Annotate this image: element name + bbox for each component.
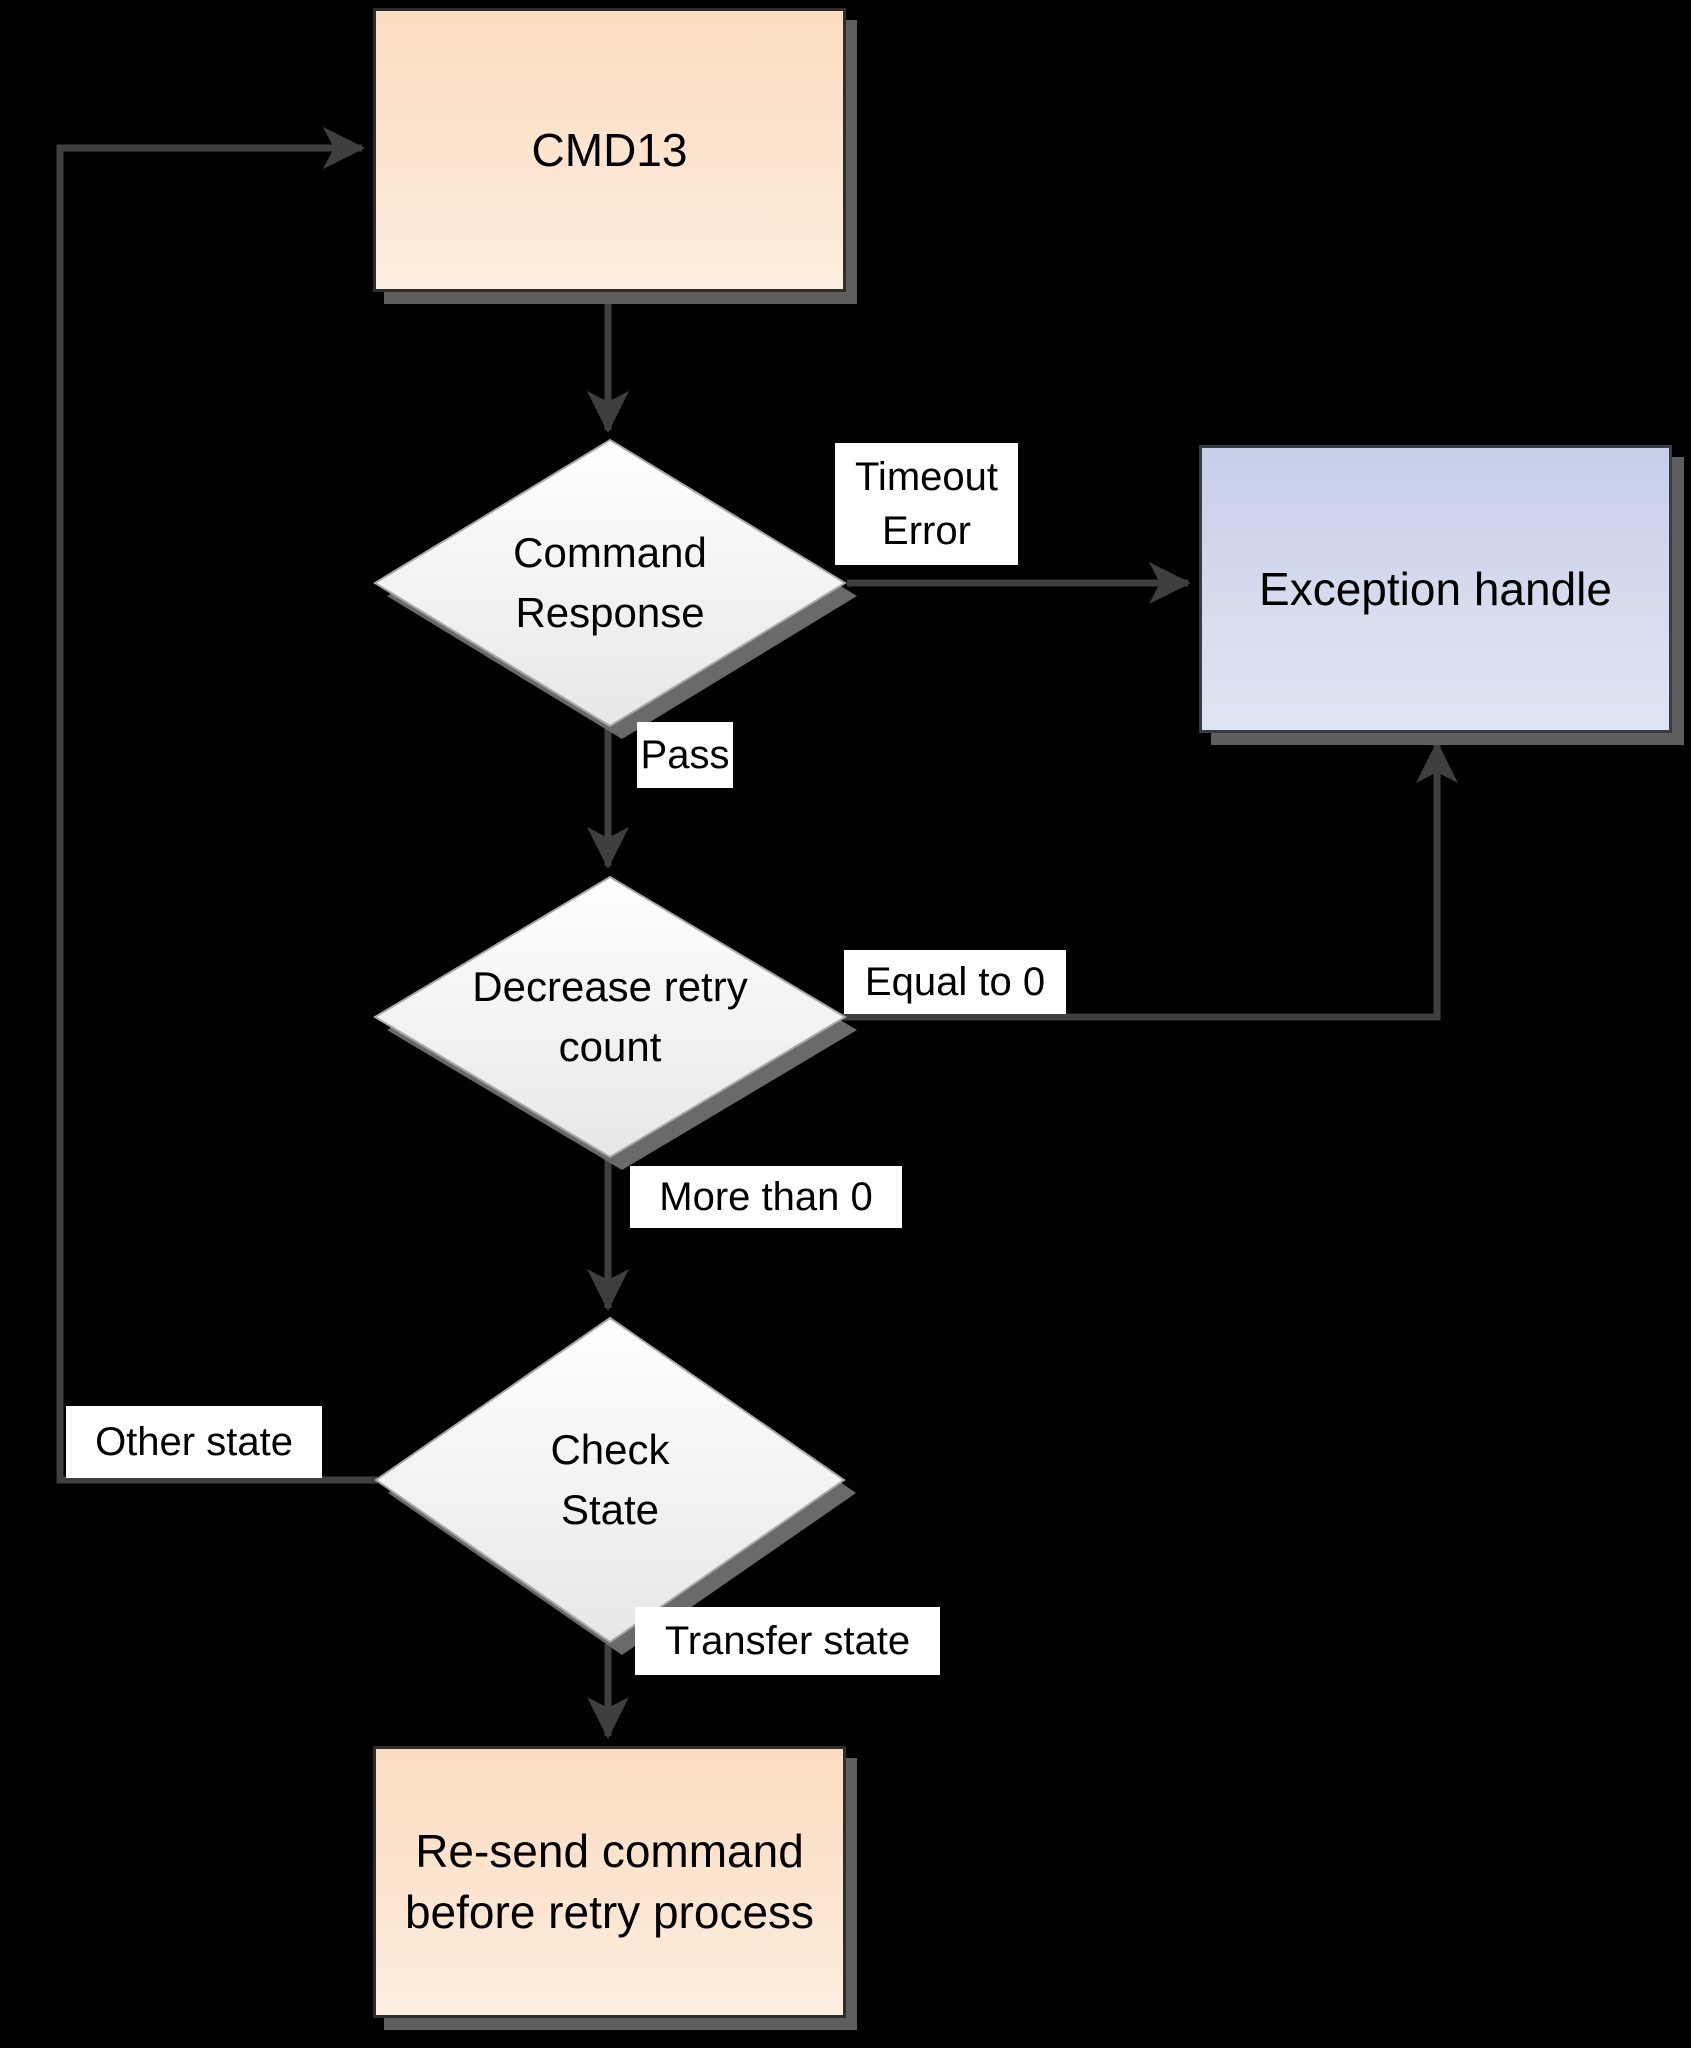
edge-label-timeout-error-line2: Error <box>882 509 971 553</box>
edge-label-more-than-0-text: More than 0 <box>659 1175 873 1219</box>
node-cmd13: CMD13 <box>373 8 846 292</box>
node-decrease-retry-line2: count <box>558 1023 662 1070</box>
edge-label-equal-to-0-text: Equal to 0 <box>864 960 1046 1004</box>
connector-check-state-to-cmd13 <box>56 127 378 1484</box>
edge-label-pass: Pass <box>637 722 733 788</box>
node-decrease-retry-line1: Decrease retry <box>472 963 748 1011</box>
edge-label-other-state: Other state <box>66 1406 322 1478</box>
edge-label-more-than-0: More than 0 <box>630 1166 902 1228</box>
node-command-response: Command Response <box>375 440 845 726</box>
node-resend-line2: before retry process <box>404 1886 815 1938</box>
node-check-state-line1: Check <box>550 1426 670 1474</box>
edge-label-transfer-state-text: Transfer state <box>664 1619 911 1663</box>
edge-label-timeout-error: Timeout Error <box>835 443 1018 565</box>
edge-label-pass-text: Pass <box>640 733 730 777</box>
node-cmd13-label: CMD13 <box>531 123 688 176</box>
node-check-state-line2: State <box>560 1486 660 1533</box>
node-command-response-line2: Response <box>515 589 705 636</box>
node-decrease-retry-count: Decrease retry count <box>375 877 845 1157</box>
connector-decrease-retry-to-exception <box>843 741 1458 1021</box>
check-state-diamond <box>374 1316 846 1644</box>
node-exception-handle-label: Exception handle <box>1259 563 1612 615</box>
node-resend-command: Re-send command before retry process <box>373 1746 846 2018</box>
decrease-retry-diamond <box>373 875 847 1159</box>
node-command-response-line1: Command <box>513 529 707 577</box>
edge-label-transfer-state: Transfer state <box>635 1607 940 1675</box>
edge-label-equal-to-0: Equal to 0 <box>844 950 1066 1014</box>
node-check-state: Check State <box>376 1318 844 1642</box>
node-resend-line1: Re-send command <box>415 1825 804 1878</box>
node-exception-handle: Exception handle <box>1199 445 1672 733</box>
command-response-diamond <box>373 438 847 728</box>
edge-label-other-state-text: Other state <box>95 1420 293 1464</box>
edge-label-timeout-error-line1: Timeout <box>854 455 998 499</box>
